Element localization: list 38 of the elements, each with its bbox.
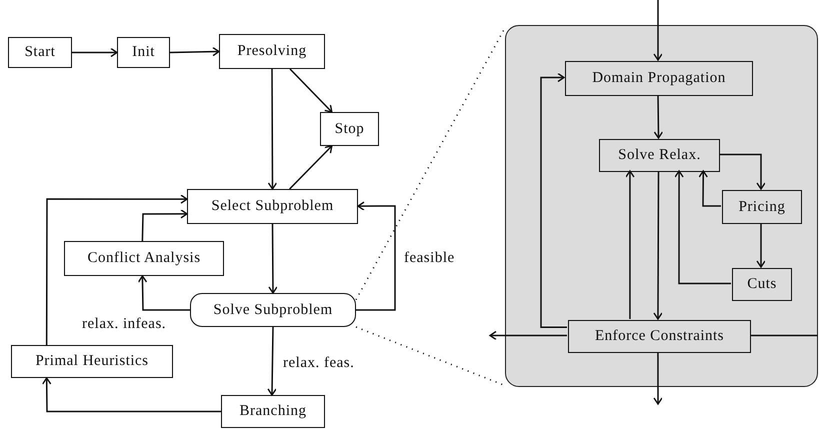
- subproblem-detail-panel: [505, 25, 818, 387]
- arrow: [654, 95, 664, 139]
- arrow: [289, 145, 332, 190]
- arrow: [267, 326, 277, 396]
- arrow: [653, 352, 663, 405]
- process-box: Solve Relax.: [599, 139, 720, 172]
- arrow: [42, 377, 221, 412]
- process-box: Domain Propagation: [565, 61, 753, 96]
- process-box: Solve Subproblem: [190, 293, 356, 327]
- arrow: [698, 170, 721, 207]
- arrow: [653, 171, 663, 320]
- arrow: [540, 72, 567, 328]
- process-box: Select Subproblem: [187, 189, 358, 224]
- arrow: [625, 170, 635, 319]
- process-box: Init: [117, 37, 170, 68]
- process-box: Presolving: [219, 34, 325, 69]
- arrow: [46, 194, 188, 345]
- arrow: [72, 48, 118, 58]
- process-box: Stop: [320, 112, 379, 146]
- process-box: Enforce Constraints: [568, 320, 751, 353]
- process-box: Cuts: [732, 268, 792, 301]
- arrow: [756, 223, 766, 268]
- process-box: Branching: [221, 395, 325, 428]
- arrow: [653, 0, 663, 61]
- process-box: Start: [8, 37, 72, 68]
- arrow: [268, 69, 278, 190]
- arrow: [268, 224, 278, 294]
- arrow: [142, 209, 188, 242]
- arrow: [138, 275, 190, 311]
- arrow: [170, 46, 220, 56]
- process-box: Pricing: [722, 190, 802, 224]
- arrow: [719, 154, 766, 190]
- process-box: Conflict Analysis: [64, 241, 224, 276]
- arrow: [356, 201, 396, 311]
- arrow: [489, 330, 567, 340]
- arrow: [674, 170, 731, 284]
- arrow: [289, 68, 332, 113]
- process-box: Primal Heuristics: [11, 345, 173, 378]
